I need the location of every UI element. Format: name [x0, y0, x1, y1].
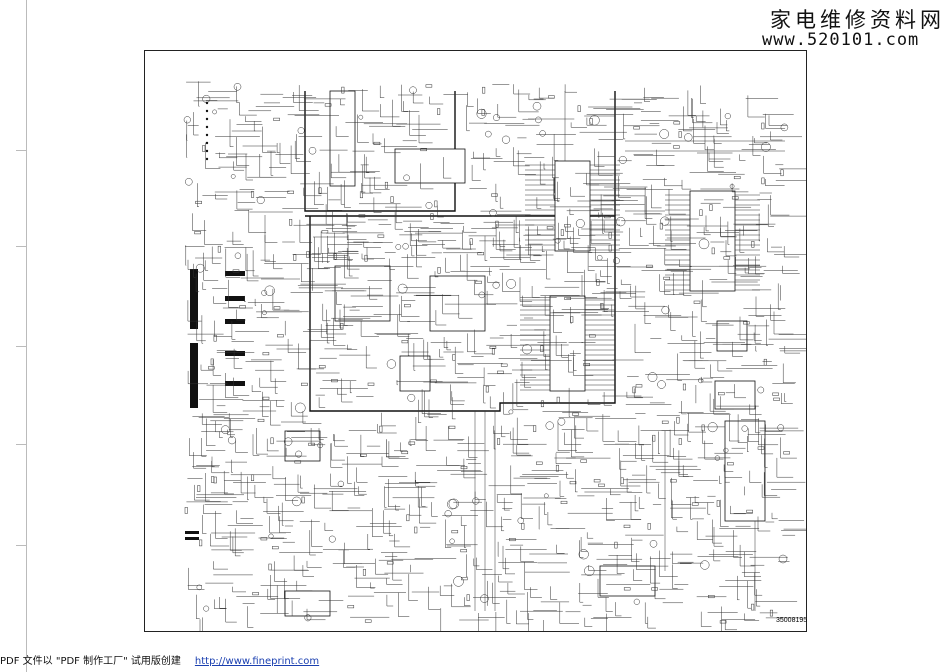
watermark-url: www.520101.com [762, 30, 920, 50]
ic-u11 [716, 320, 748, 352]
ic-u6 [429, 275, 486, 332]
page-margin-line [26, 0, 27, 672]
transformer-t1 [724, 420, 766, 522]
margin-tick [16, 545, 26, 546]
ic-group [284, 90, 766, 617]
transformer-t2 [284, 590, 331, 617]
ic-u2 [554, 160, 591, 252]
margin-tick [16, 346, 26, 347]
components [183, 83, 790, 624]
ic-u10 [599, 565, 656, 597]
ic-u3 [549, 295, 586, 392]
footer-link[interactable]: http://www.fineprint.com [194, 656, 320, 667]
ic-u5 [334, 265, 391, 322]
schematic-sheet [144, 50, 807, 632]
ic-u9 [399, 355, 431, 392]
watermark-title: 家电维修资料网 [770, 8, 945, 32]
ic-u4 [689, 190, 736, 292]
ic-u8 [284, 430, 321, 462]
document-number: 35008195 [776, 617, 808, 624]
pdf-footer: PDF 文件以 "PDF 制作工厂" 试用版创建 http://www.finep… [0, 652, 319, 667]
margin-tick [16, 150, 26, 151]
margin-tick [16, 246, 26, 247]
footer-text: PDF 文件以 "PDF 制作工厂" 试用版创建 [0, 656, 181, 667]
margin-tick [16, 444, 26, 445]
connector-pads [185, 269, 245, 540]
ic-u7 [394, 148, 466, 184]
circuit-schematic [183, 81, 806, 631]
ic-u1 [329, 90, 356, 187]
connector-dots [205, 101, 209, 161]
